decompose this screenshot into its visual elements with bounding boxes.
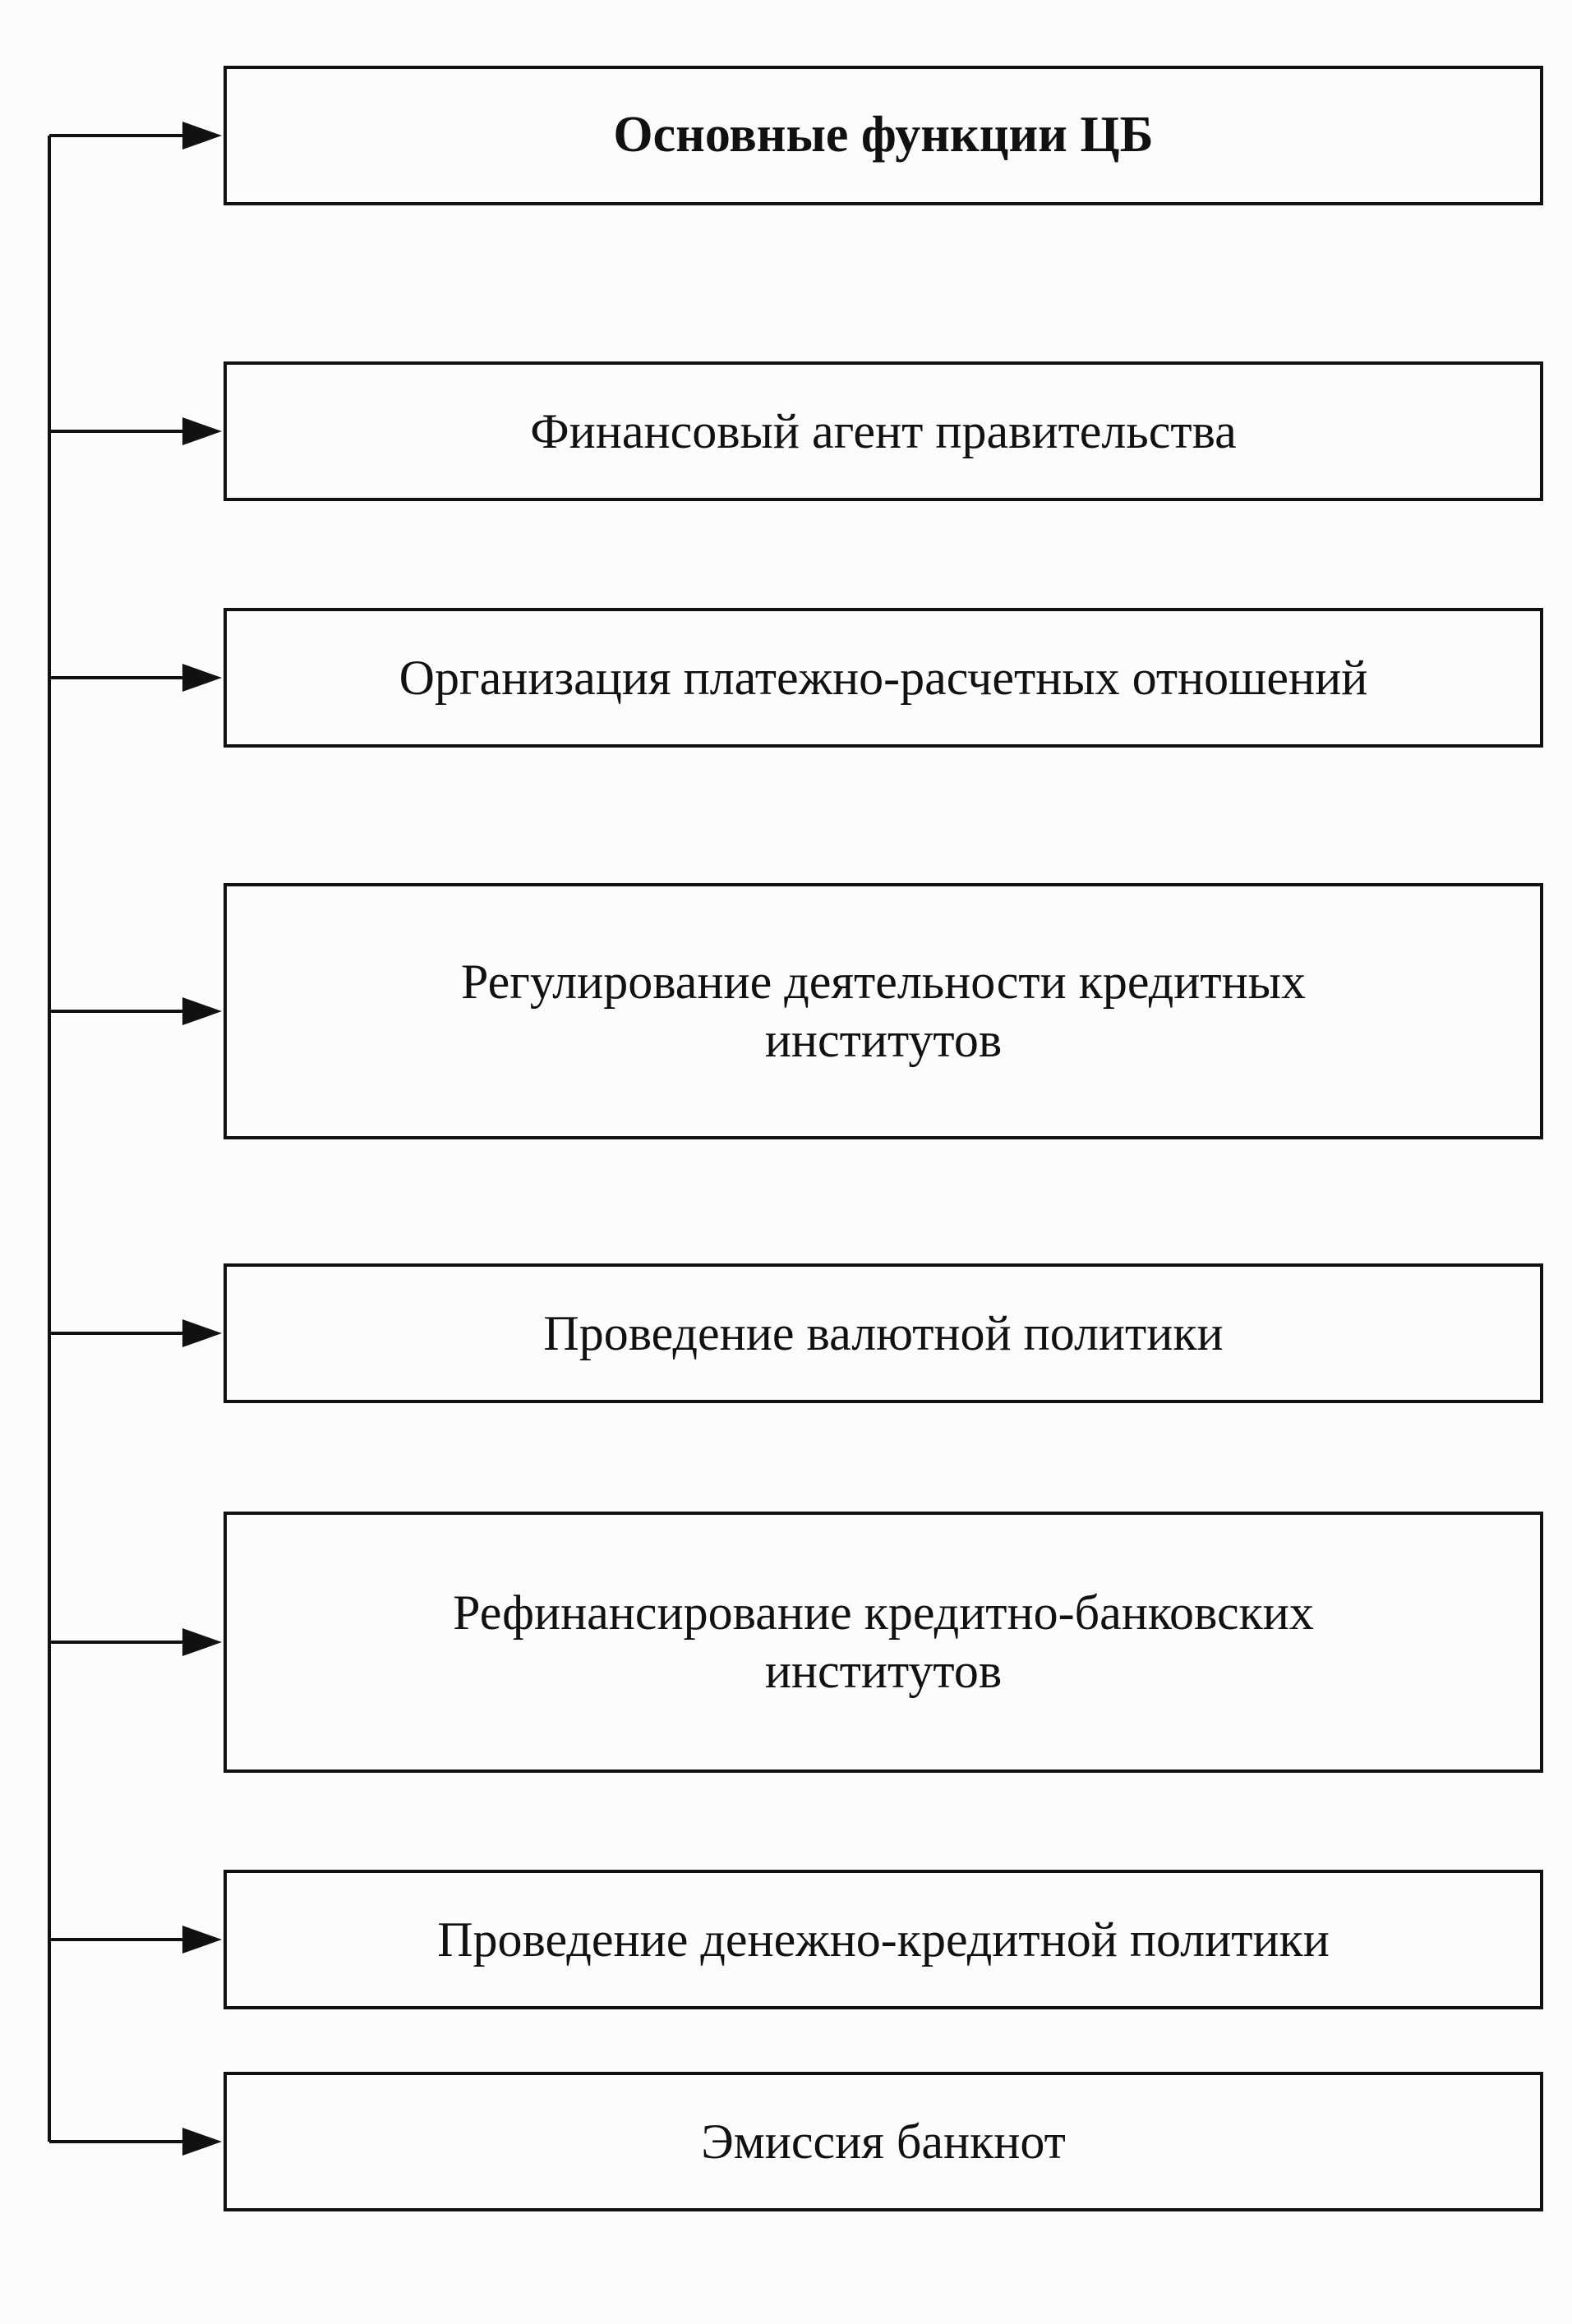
function-box-financial-agent: Финансовый агент правительства (224, 361, 1543, 501)
title-box: Основные функции ЦБ (224, 66, 1543, 205)
function-box-monetary-policy: Проведение денежно-кредитной политики (224, 1870, 1543, 2009)
function-box-payment-settlement: Организация платежно-расчетных отношений (224, 608, 1543, 748)
function-text: Рефинансирование кредитно-банковских инс… (453, 1585, 1314, 1698)
function-text: Регулирование деятельности кредитных инс… (461, 955, 1306, 1067)
title-text: Основные функции ЦБ (613, 107, 1154, 163)
arrow-to-payment-settlement-head (182, 664, 222, 692)
function-box-credit-regulation: Регулирование деятельности кредитных инс… (224, 883, 1543, 1139)
function-box-refinancing: Рефинансирование кредитно-банковских инс… (224, 1512, 1543, 1773)
function-box-currency-policy: Проведение валютной политики (224, 1263, 1543, 1403)
function-text: Эмиссия банкнот (701, 2114, 1066, 2169)
arrow-to-credit-regulation-head (182, 997, 222, 1025)
arrow-to-banknote-emission-head (182, 2128, 222, 2156)
arrow-to-monetary-policy-head (182, 1926, 222, 1954)
arrow-to-refinancing-head (182, 1628, 222, 1656)
function-text: Организация платежно-расчетных отношений (399, 650, 1368, 705)
function-box-banknote-emission: Эмиссия банкнот (224, 2072, 1543, 2211)
arrow-to-currency-policy-head (182, 1319, 222, 1347)
function-text: Проведение денежно-кредитной политики (437, 1912, 1330, 1967)
arrow-to-title-head (182, 122, 222, 150)
function-text: Проведение валютной политики (543, 1305, 1224, 1360)
function-text: Финансовый агент правительства (530, 403, 1237, 458)
arrow-to-financial-agent-head (182, 417, 222, 445)
